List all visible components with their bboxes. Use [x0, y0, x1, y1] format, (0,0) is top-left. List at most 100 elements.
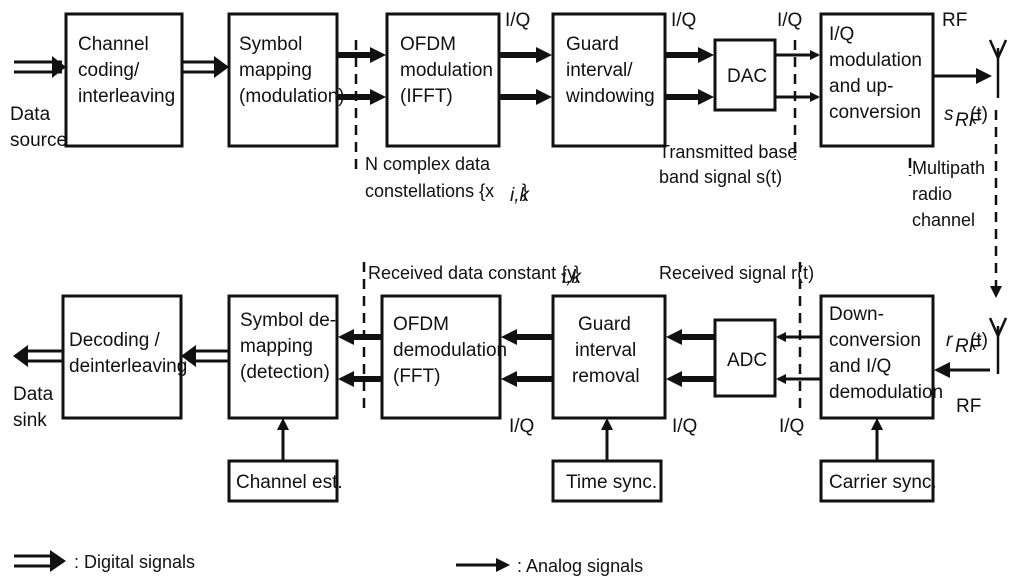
guard-removal-line-2: interval — [575, 340, 636, 361]
data-source-arrow — [14, 56, 66, 78]
symbol-mapping-line-1: Symbol — [239, 34, 302, 55]
svg-text:i,k: i,k — [510, 185, 531, 206]
dac-block: DAC — [713, 38, 777, 112]
tx-baseband-line-2: band signal s(t) — [659, 167, 782, 187]
svg-text:r: r — [946, 330, 953, 351]
svg-text:constellations {x: constellations {x — [365, 181, 494, 201]
guard-line-2: interval/ — [566, 60, 633, 81]
ofdm-mod-line-2: modulation — [400, 60, 493, 81]
time-sync-arrow — [601, 418, 613, 461]
rf-tx-arrow — [933, 68, 992, 84]
downconv-line-3: and I/Q — [829, 356, 891, 377]
legend-analog: : Analog signals — [456, 556, 643, 576]
adc-label: ADC — [727, 350, 767, 371]
channel-coding-line-3: interleaving — [78, 86, 175, 107]
rx-signal-label: Received signal r(t) — [659, 263, 814, 283]
decoding-line-1: Decoding / — [69, 330, 161, 351]
time-sync-block: Time sync. — [551, 459, 663, 503]
svg-text:RF: RF — [955, 110, 982, 131]
ofdm-mod-line-1: OFDM — [400, 34, 456, 55]
n-complex-line-1: N complex data — [365, 154, 491, 174]
iqmod-line-3: and up- — [829, 76, 893, 97]
legend-digital-label: : Digital signals — [74, 552, 195, 572]
carrier-sync-arrow — [871, 418, 883, 461]
symbol-mapping-block: Symbol mapping (modulation) — [227, 12, 345, 148]
symbol-mapping-line-2: mapping — [239, 60, 312, 81]
ofdm-demodulation-block: OFDM demodulation (FFT) — [380, 294, 507, 420]
digital-arrows-ofdm-to-demap — [338, 262, 382, 410]
carrier-sync-block: Carrier sync. — [819, 459, 937, 503]
guard-line-3: windowing — [565, 86, 655, 107]
ofdm-mod-line-3: (IFFT) — [400, 86, 453, 107]
svg-text:}: } — [522, 181, 528, 201]
svg-text:s: s — [944, 104, 954, 125]
decoding-block: Decoding / deinterleaving — [61, 294, 187, 420]
svg-text:RF: RF — [955, 336, 982, 357]
iqmod-line-1: I/Q — [829, 24, 854, 45]
legend-digital: : Digital signals — [14, 550, 195, 572]
digital-arrows-guard-to-dac — [665, 47, 714, 105]
multipath-channel: Multipath radio channel — [908, 110, 1002, 298]
digital-arrow-demap-to-decoding — [181, 345, 229, 367]
data-sink-label-2: sink — [13, 410, 47, 431]
ofdm-modulation-block: OFDM modulation (IFFT) — [385, 12, 501, 148]
iq-label-1: I/Q — [505, 10, 530, 31]
downconv-line-4: demodulation — [829, 382, 943, 403]
demap-line-2: mapping — [240, 336, 313, 357]
rf-label-top: RF — [942, 10, 967, 31]
rx-antenna-icon — [988, 317, 1008, 374]
channel-coding-block: Channel coding/ interleaving — [64, 12, 184, 148]
guard-removal-line-1: Guard — [578, 314, 631, 335]
s-rf-label: s RF (t) — [944, 104, 988, 131]
carrier-sync-label: Carrier sync. — [829, 472, 937, 493]
svg-text:radio: radio — [912, 184, 952, 204]
analog-arrows-downconv-to-adc — [776, 262, 821, 410]
symbol-demapping-block: Symbol de- mapping (detection) — [227, 294, 339, 420]
analog-arrows-dac-to-iq — [775, 40, 820, 160]
guard-removal-line-3: removal — [572, 366, 640, 387]
iq-modulation-block: I/Q modulation and up- conversion — [819, 12, 935, 148]
ofdm-demod-line-2: demodulation — [393, 340, 507, 361]
data-sink-label: Data — [13, 384, 54, 405]
guard-interval-block: Guard interval/ windowing — [551, 12, 667, 148]
symbol-mapping-line-3: (modulation) — [239, 86, 345, 107]
iq-label-6: I/Q — [509, 416, 534, 437]
channel-coding-line-2: coding/ — [78, 60, 140, 81]
iq-label-2: I/Q — [671, 10, 696, 31]
tx-antenna-icon — [988, 39, 1008, 98]
ofdm-demod-line-1: OFDM — [393, 314, 449, 335]
svg-text:i,k: i,k — [562, 267, 583, 288]
downconversion-block: Down- conversion and I/Q demodulation — [819, 294, 943, 420]
legend-analog-label: : Analog signals — [517, 556, 643, 576]
channel-est-arrow — [277, 418, 289, 461]
adc-block: ADC — [713, 318, 777, 398]
n-complex-line-2: constellations {x i,k } — [365, 181, 531, 206]
data-source-label-2: source — [10, 130, 67, 151]
iqmod-line-4: conversion — [829, 102, 921, 123]
svg-text:}: } — [574, 263, 580, 283]
digital-arrows-sm-to-ofdm — [337, 40, 386, 172]
digital-arrow-cc-to-sm — [182, 56, 229, 78]
data-sink-arrow — [13, 345, 63, 367]
svg-text:channel: channel — [912, 210, 975, 230]
demap-line-1: Symbol de- — [240, 310, 336, 331]
channel-est-block: Channel est. — [227, 459, 343, 503]
digital-arrows-adc-to-guard — [666, 329, 715, 387]
r-rf-label: r RF (t) — [946, 330, 988, 357]
rx-data-constant-label: Received data constant {y i,k } — [368, 263, 583, 288]
time-sync-label: Time sync. — [566, 472, 657, 493]
svg-text:Multipath: Multipath — [912, 158, 985, 178]
downconv-line-2: conversion — [829, 330, 921, 351]
guard-removal-block: Guard interval removal — [551, 294, 667, 420]
decoding-line-2: deinterleaving — [69, 356, 187, 377]
guard-line-1: Guard — [566, 34, 619, 55]
digital-arrows-ofdm-to-guard — [499, 47, 552, 105]
rf-label-bottom: RF — [956, 396, 981, 417]
svg-text:Received data constant {y: Received data constant {y — [368, 263, 576, 283]
tx-baseband-line-1: Transmitted base — [659, 142, 797, 162]
ofdm-demod-line-3: (FFT) — [393, 366, 440, 387]
channel-est-label: Channel est. — [236, 472, 343, 493]
downconv-line-1: Down- — [829, 304, 884, 325]
iq-label-5: I/Q — [672, 416, 697, 437]
